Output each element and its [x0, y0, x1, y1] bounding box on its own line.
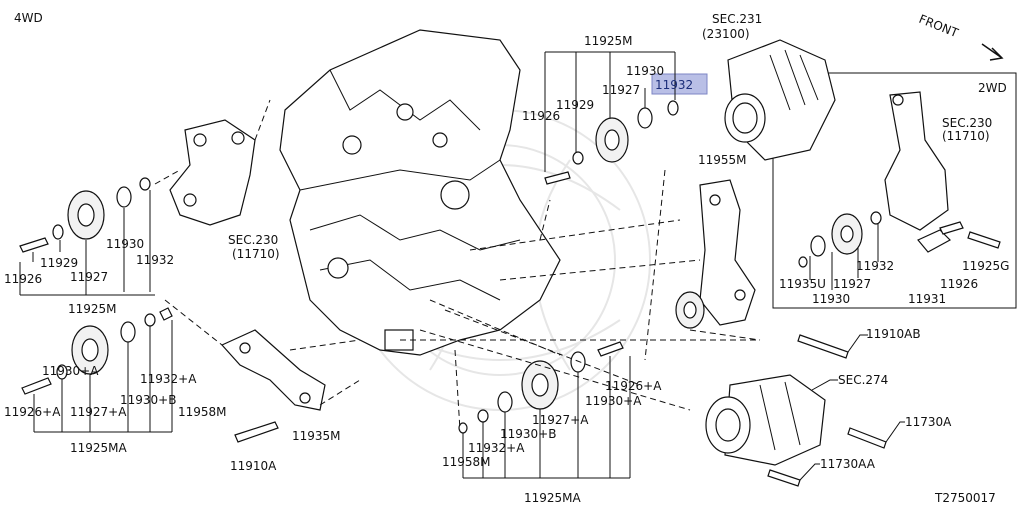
label-11925m-left: 11925M	[68, 302, 117, 316]
label-11930b-left: 11930+B	[120, 393, 176, 407]
mid-idler-group-a	[458, 341, 624, 434]
label-11930-top: 11930	[626, 64, 664, 78]
highlight-11932	[651, 73, 708, 95]
inset-label-11925g: 11925G	[962, 259, 1009, 273]
inset-title: 2WD	[978, 81, 1007, 95]
engine-block	[279, 29, 561, 356]
top-idler-group	[544, 100, 679, 185]
label-11910a: 11910A	[230, 459, 277, 473]
inset-label-11935u: 11935U	[779, 277, 826, 291]
compressor	[705, 374, 826, 466]
inset-label-sec230: SEC.230	[942, 116, 992, 130]
label-11955m: 11955M	[698, 153, 747, 167]
left-bracket	[169, 119, 256, 226]
label-sec231-sub: (23100)	[702, 27, 750, 41]
drive-label: 4WD	[14, 11, 43, 25]
label-11932a-left: 11932+A	[140, 372, 197, 386]
left-sec230-sub-label: (11710)	[232, 247, 280, 261]
label-11930b-mid: 11930+B	[500, 427, 556, 441]
label-11730a: 11730A	[905, 415, 952, 429]
bolt-11730aa	[767, 469, 801, 487]
inset-label-11926: 11926	[940, 277, 978, 291]
label-11927-top: 11927	[602, 83, 640, 97]
label-11926-top: 11926	[522, 109, 560, 123]
label-11925m-top: 11925M	[584, 34, 633, 48]
label-11929-left: 11929	[40, 256, 78, 270]
drawing-code: T2750017	[934, 491, 996, 505]
label-11958m-mid: 11958M	[442, 455, 491, 469]
label-11935m: 11935M	[292, 429, 341, 443]
inset-label-11927: 11927	[833, 277, 871, 291]
label-11930a-left: 11930+A	[42, 364, 99, 378]
bolt-11910ab	[797, 334, 849, 359]
label-11932a-mid: 11932+A	[468, 441, 525, 455]
left-sec230-label: SEC.230	[228, 233, 278, 247]
label-11926a-mid: 11926+A	[605, 379, 662, 393]
tensioner	[675, 179, 756, 329]
inset-label-sec230-sub: (11710)	[942, 129, 990, 143]
bolt-11910a	[234, 421, 279, 443]
label-11958m-left: 11958M	[178, 405, 227, 419]
front-arrow-icon	[981, 43, 1004, 61]
inset-label-11930: 11930	[812, 292, 850, 306]
alternator	[724, 39, 836, 161]
label-11927a-left: 11927+A	[70, 405, 127, 419]
inset-2wd: 2WD	[772, 72, 1017, 309]
label-11932-top[interactable]: 11932	[655, 78, 693, 92]
label-11929-top: 11929	[556, 98, 594, 112]
label-11926a-left: 11926+A	[4, 405, 61, 419]
label-11925ma-mid: 11925MA	[524, 491, 582, 505]
label-11910ab: 11910AB	[866, 327, 921, 341]
lower-bracket	[221, 329, 326, 411]
label-11925ma-left: 11925MA	[70, 441, 128, 455]
left-idler-group	[19, 177, 151, 253]
label-sec274: SEC.274	[838, 373, 888, 387]
front-label: FRONT	[917, 12, 961, 41]
label-11932-left: 11932	[136, 253, 174, 267]
label-11730aa: 11730AA	[820, 457, 876, 471]
label-sec231: SEC.231	[712, 12, 762, 26]
inset-label-11932: 11932	[856, 259, 894, 273]
label-11927-left: 11927	[70, 270, 108, 284]
label-11930-left: 11930	[106, 237, 144, 251]
label-11926-left: 11926	[4, 272, 42, 286]
label-11930a-mid: 11930+A	[585, 394, 642, 408]
front-indicator: FRONT	[917, 12, 1004, 61]
bolt-11730a	[847, 427, 887, 449]
inset-parts	[798, 91, 1001, 268]
label-11927a-mid: 11927+A	[532, 413, 589, 427]
inset-label-11931: 11931	[908, 292, 946, 306]
